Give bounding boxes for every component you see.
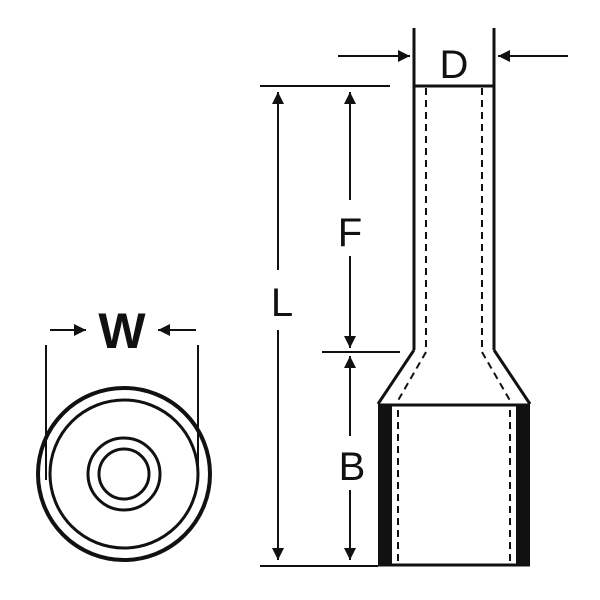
f-label: F bbox=[338, 211, 362, 255]
tube-outer-circle bbox=[86, 436, 162, 512]
end-view: W bbox=[36, 303, 212, 562]
tube-inner-circle bbox=[97, 447, 151, 501]
collar-right-wall bbox=[516, 404, 530, 566]
b-label: B bbox=[339, 445, 366, 489]
outer-collar-circle bbox=[36, 386, 212, 562]
w-label: W bbox=[98, 303, 146, 359]
side-view: D L F B bbox=[260, 28, 568, 567]
collar-inner-circle bbox=[48, 398, 200, 550]
collar-left-wall bbox=[378, 404, 392, 566]
taper-left-inner-dashed bbox=[395, 351, 427, 405]
taper-right-outer bbox=[492, 349, 532, 405]
l-label: L bbox=[271, 281, 293, 325]
d-label: D bbox=[440, 43, 469, 87]
taper-left-outer bbox=[376, 349, 416, 405]
taper-right-inner-dashed bbox=[481, 351, 513, 405]
